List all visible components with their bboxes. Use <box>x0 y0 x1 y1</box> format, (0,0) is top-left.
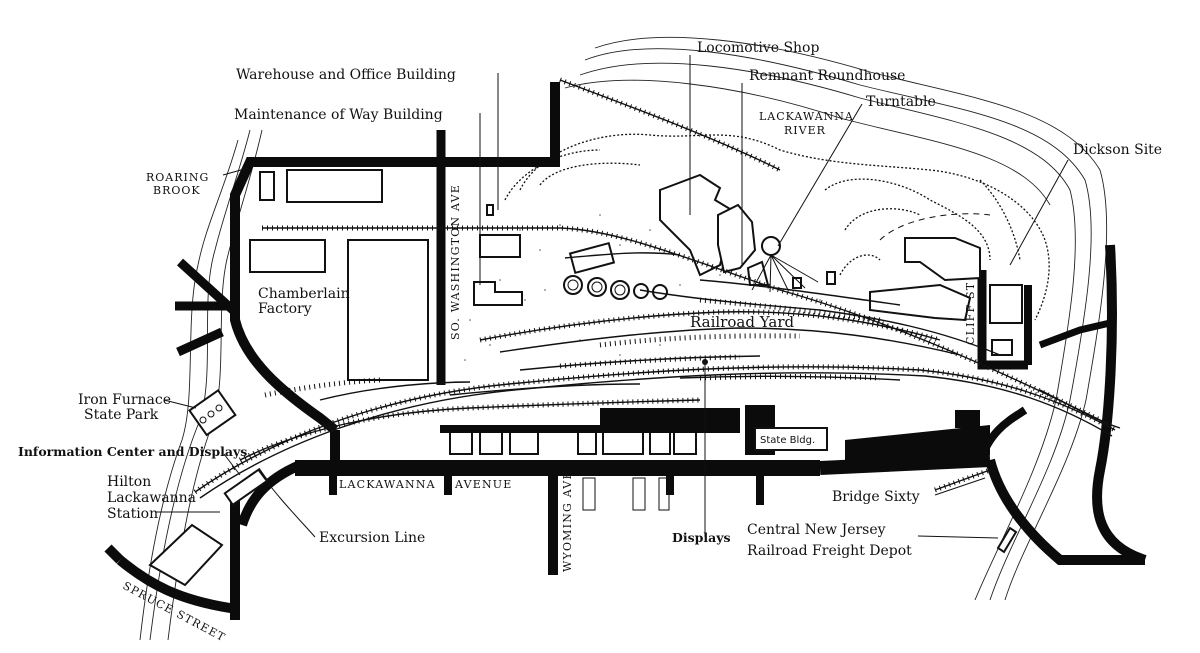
label-maintenance-of-way: Maintenance of Way Building <box>234 107 443 123</box>
buildings <box>148 169 1023 587</box>
label-cnj-2: Railroad Freight Depot <box>747 543 912 559</box>
small-bldg-yard <box>792 277 802 289</box>
label-bridge-sixty: Bridge Sixty <box>832 489 920 505</box>
info-center-building <box>223 467 269 507</box>
small-bldg-yard-2 <box>826 271 836 285</box>
small-shed <box>486 204 494 216</box>
leader-lines <box>155 55 1069 539</box>
small-building-nw <box>259 171 275 201</box>
label-cnj-1: Central New Jersey <box>747 522 886 538</box>
dickson-site-building-lower <box>869 283 972 322</box>
label-lackawanna-river-2: RIVER <box>784 124 826 137</box>
building-north-row <box>286 169 383 203</box>
label-lackawanna-river-1: LACKAWANNA <box>759 110 854 123</box>
street-lackawanna: LACKAWANNA <box>339 478 436 491</box>
iron-furnace-structure <box>188 388 237 437</box>
label-roaring-brook-2: BROOK <box>153 184 201 197</box>
engine-display-circles <box>563 275 668 300</box>
label-chamberlain-1: Chamberlain <box>258 286 350 302</box>
roads <box>104 82 1147 620</box>
street-wyoming-ave: WYOMING AVE <box>561 470 574 572</box>
street-washington-ave: SO. WASHINGTON AVE <box>449 184 462 340</box>
label-hilton-1: Hilton <box>107 474 151 490</box>
cnj-freight-depot-marker <box>996 526 1018 554</box>
label-hilton-3: Station <box>107 506 158 522</box>
building-west-block <box>249 239 326 273</box>
cliff-st-building <box>989 284 1023 324</box>
chamberlain-factory-building <box>347 239 429 381</box>
label-chamberlain-2: Factory <box>258 301 312 317</box>
yard-building <box>568 241 616 275</box>
label-railroad-yard: Railroad Yard <box>690 313 795 331</box>
label-hilton-2: Lackawanna <box>107 490 196 506</box>
label-iron-furnace-1: Iron Furnace <box>78 392 171 408</box>
street-avenue: AVENUE <box>454 478 513 491</box>
label-iron-furnace-2: State Park <box>84 407 159 423</box>
warehouse-office-building <box>479 234 521 258</box>
turntable-rays <box>751 254 819 293</box>
label-locomotive-shop: Locomotive Shop <box>697 40 819 56</box>
railroad-tracks <box>193 77 1121 499</box>
hilton-lackawanna-station <box>148 523 224 587</box>
label-turntable: Turntable <box>866 94 936 110</box>
remnant-roundhouse-building <box>717 203 757 274</box>
label-dickson-site: Dickson Site <box>1073 142 1162 158</box>
map-labels: Locomotive Shop Warehouse and Office Bui… <box>18 40 1162 559</box>
label-displays: Displays <box>672 530 731 545</box>
label-state-bldg: State Bldg. <box>760 435 815 446</box>
label-excursion-line: Excursion Line <box>319 530 425 546</box>
maintenance-of-way-building <box>473 281 523 306</box>
label-remnant-roundhouse: Remnant Roundhouse <box>749 68 905 84</box>
label-roaring-brook-1: ROARING <box>146 171 209 184</box>
turntable-circle <box>761 236 781 256</box>
cnj-depot-block <box>845 425 990 462</box>
street-cliff-st: CLIFF ST <box>964 282 977 345</box>
lackawanna-river <box>564 36 1108 601</box>
state-bldg <box>754 427 828 451</box>
label-information-center: Information Center and Displays <box>18 444 247 459</box>
cliff-st-building-2 <box>991 339 1013 356</box>
dickson-site-building-upper <box>904 237 981 282</box>
label-warehouse-office: Warehouse and Office Building <box>236 67 456 83</box>
